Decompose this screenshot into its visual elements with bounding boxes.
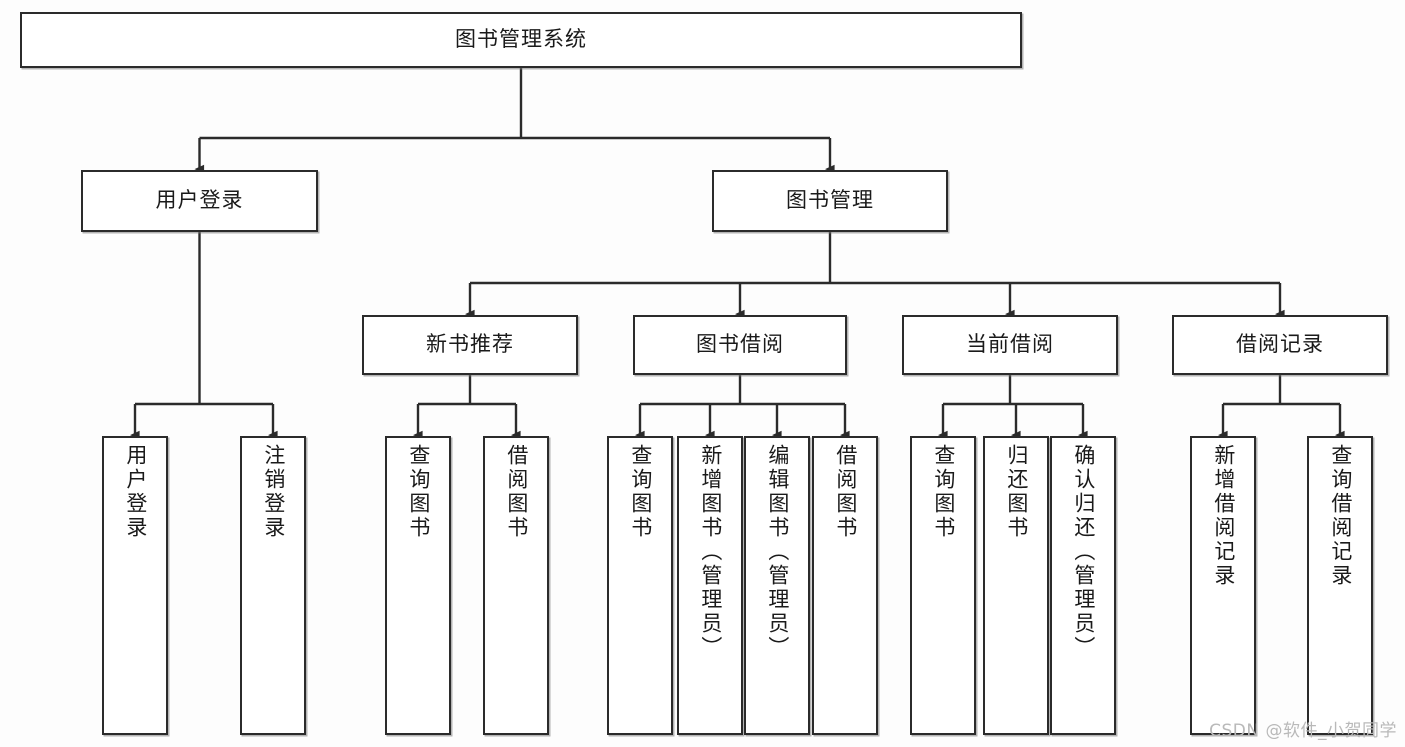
leaf-query-record[interactable]: 查询借阅记录 [1307,436,1373,735]
leaf-label: 编辑图书（管理员） [765,444,790,660]
leaf-label: 新增图书（管理员） [698,444,723,660]
leaf-label: 查询图书 [628,444,653,540]
leaf-label: 查询图书 [406,444,431,540]
leaf-label: 借阅图书 [504,444,529,540]
node-book-management[interactable]: 图书管理 [712,170,948,232]
node-user-login[interactable]: 用户登录 [81,170,318,232]
leaf-logout[interactable]: 注销登录 [240,436,306,735]
leaf-query-book-borrow[interactable]: 查询图书 [607,436,673,735]
leaf-user-login[interactable]: 用户登录 [102,436,168,735]
watermark: CSDN @软件_小贺同学 [1209,721,1397,741]
node-current-borrow[interactable]: 当前借阅 [902,315,1118,375]
leaf-add-book[interactable]: 新增图书（管理员） [677,436,743,735]
node-borrow-record[interactable]: 借阅记录 [1172,315,1388,375]
leaf-label: 归还图书 [1004,444,1029,540]
leaf-borrow-book[interactable]: 借阅图书 [812,436,878,735]
leaf-label: 查询图书 [931,444,956,540]
leaf-borrow-book-rec[interactable]: 借阅图书 [483,436,549,735]
leaf-label: 查询借阅记录 [1328,444,1353,588]
leaf-confirm-return[interactable]: 确认归还（管理员） [1050,436,1116,735]
node-new-book-recommend[interactable]: 新书推荐 [362,315,578,375]
leaf-label: 确认归还（管理员） [1071,444,1096,660]
leaf-label: 注销登录 [261,444,286,540]
leaf-label: 新增借阅记录 [1211,444,1236,588]
leaf-label: 用户登录 [123,444,148,540]
leaf-query-book-cur[interactable]: 查询图书 [910,436,976,735]
node-book-borrow[interactable]: 图书借阅 [633,315,847,375]
node-root[interactable]: 图书管理系统 [20,12,1022,68]
leaf-query-book-rec[interactable]: 查询图书 [385,436,451,735]
leaf-label: 借阅图书 [833,444,858,540]
leaf-add-record[interactable]: 新增借阅记录 [1190,436,1256,735]
leaf-edit-book[interactable]: 编辑图书（管理员） [744,436,810,735]
leaf-return-book[interactable]: 归还图书 [983,436,1049,735]
